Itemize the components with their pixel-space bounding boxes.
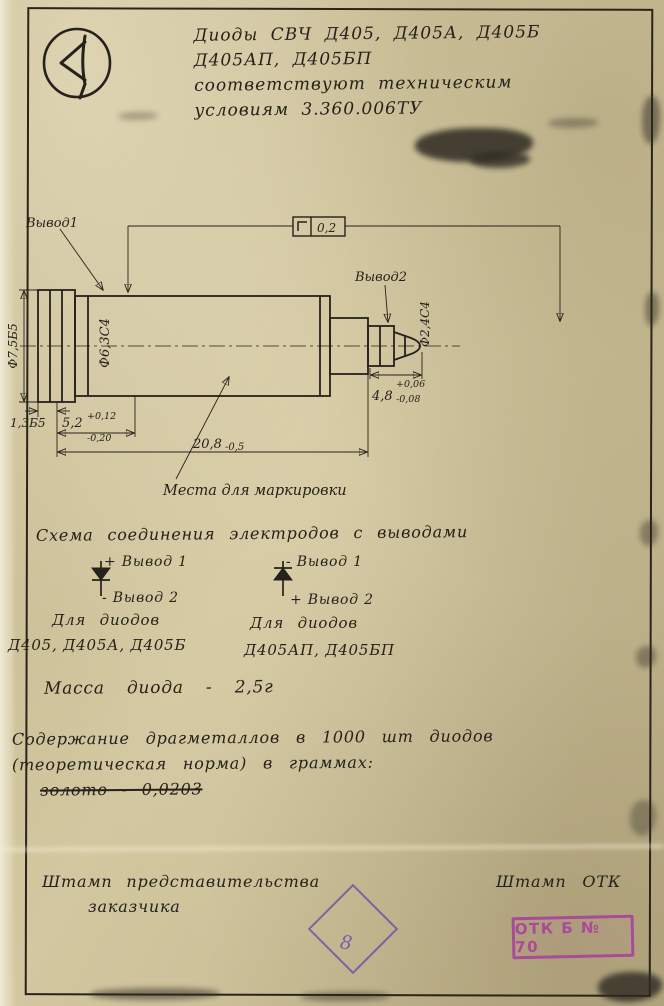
scheme-right-top-label: - Вывод 1: [286, 554, 363, 570]
scan-edge: [0, 0, 16, 1006]
header-text-block: Диоды СВЧ Д405, Д405А, Д405Б Д405АП, Д40…: [193, 20, 541, 124]
header-line-3: соответствуют техническим: [194, 72, 513, 96]
otk-stamp-text: ОТК Б № 70: [514, 918, 601, 957]
marking-note: Места для маркировки: [162, 483, 347, 499]
scheme-right-bottom-label: + Вывод 2: [290, 592, 374, 608]
dim-208-lower-tol: -0,5: [225, 442, 244, 453]
scheme-left-top-label: + Вывод 1: [104, 554, 188, 570]
header-line-2: Д405АП, Д405БП: [193, 48, 373, 71]
straightness-symbol-icon: [297, 221, 307, 231]
diode-symbol-forward: [91, 561, 111, 596]
dim-48-lower-tol: -0,08: [396, 394, 420, 405]
dia-75-label: Ф7,5Б5: [8, 323, 20, 369]
scheme-right-diode-list: Д405АП, Д405БП: [244, 641, 395, 659]
dim-13-label: 1,3Б5: [10, 416, 46, 430]
dim-52-lower-tol: -0,20: [87, 433, 111, 444]
dim-52-label: 5,2: [62, 416, 83, 431]
tolerance-frame: [292, 216, 346, 237]
metals-line-1: Содержание драгметаллов в 1000 шт диодов: [11, 726, 494, 749]
otk-acceptance-stamp: ОТК Б № 70: [511, 914, 635, 960]
dia-24-label: Ф2,4С4: [418, 301, 432, 347]
dia-63-label: Ф6,3С4: [98, 318, 113, 368]
tolerance-value: 0,2: [317, 221, 336, 235]
diode-package-outline: [37, 289, 421, 403]
logo-chevron-icon: [59, 40, 87, 82]
scheme-left-diode-list: Д405, Д405А, Д405Б: [8, 636, 187, 654]
scheme-left-caption: Для диодов: [52, 611, 160, 629]
metals-gold-line-struck: золото - 0,0203: [39, 779, 203, 800]
technical-drawing: Вывод1 Вывод2 0,2 Ф7,5Б5 Ф6,3С4 Ф2,4С4 1…: [8, 216, 648, 499]
scheme-left-bottom-label: - Вывод 2: [102, 590, 179, 606]
lead2-label: Вывод2: [354, 270, 407, 285]
lead1-label: Вывод1: [25, 216, 78, 231]
otk-stamp-label: Штамп ОТК: [496, 872, 621, 891]
metals-line-2: (теоретическая норма) в граммах:: [11, 752, 374, 775]
customer-stamp-label-1: Штамп представительства: [42, 872, 320, 891]
header-line-4: условиям 3.360.006ТУ: [194, 98, 423, 121]
dim-208-label: 20,8: [192, 437, 222, 452]
customer-diamond-stamp: 8: [304, 880, 400, 976]
mass-line: Масса диода - 2,5г: [43, 677, 274, 699]
dimension-lines: [19, 225, 560, 480]
scheme-right-caption: Для диодов: [250, 614, 358, 632]
manufacturer-logo: [42, 27, 112, 100]
scheme-title: Схема соединения электродов с выводами: [35, 522, 469, 545]
customer-stamp-label-2: заказчика: [88, 897, 181, 916]
dim-48-label: 4,8: [371, 389, 393, 404]
dim-48-upper-tol: +0,06: [396, 379, 425, 390]
header-line-1: Диоды СВЧ Д405, Д405А, Д405Б: [193, 22, 541, 46]
diamond-outline: [307, 883, 399, 975]
diode-symbol-reverse: [273, 561, 293, 596]
dim-52-upper-tol: +0,12: [87, 411, 116, 422]
